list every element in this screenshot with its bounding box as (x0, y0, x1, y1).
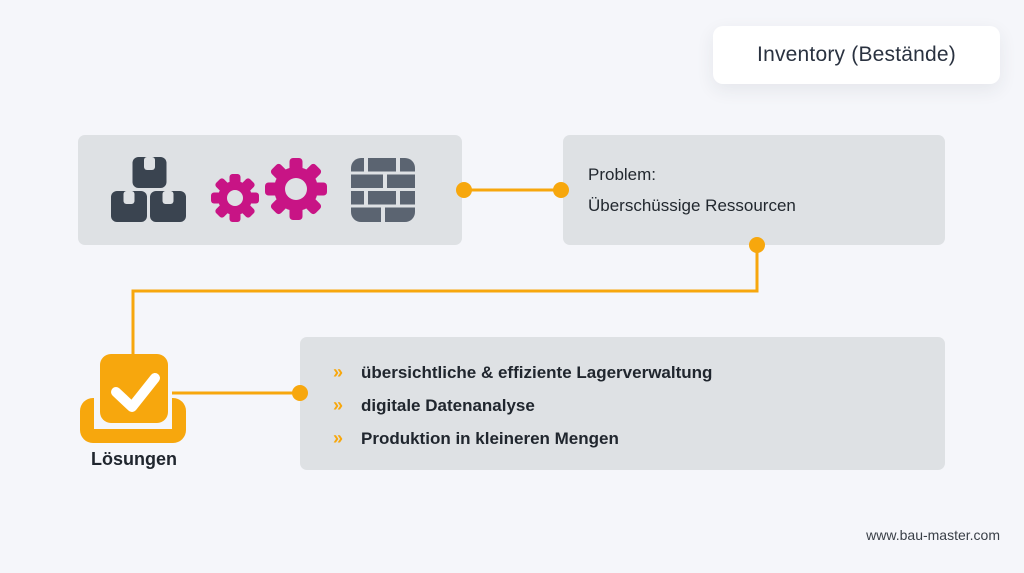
brick-wall-icon (351, 158, 415, 222)
small-gear (211, 174, 259, 222)
resources-icons-card (78, 135, 462, 245)
solution-item: » digitale Datenanalyse (333, 389, 945, 422)
solution-item: » übersichtliche & effiziente Lagerverwa… (333, 356, 945, 389)
solution-text: Produktion in kleineren Mengen (361, 428, 619, 448)
problem-text: Überschüssige Ressourcen (588, 196, 796, 215)
stacked-boxes-icon (111, 157, 186, 222)
problem-card: Problem: Überschüssige Ressourcen (563, 135, 945, 245)
solution-text: übersichtliche & effiziente Lagerverwalt… (361, 362, 713, 382)
page-title: Inventory (Bestände) (713, 26, 1000, 84)
solutions-card: » übersichtliche & effiziente Lagerverwa… (300, 337, 945, 470)
big-gear (265, 158, 327, 220)
solutions-label: Lösungen (91, 449, 177, 469)
chevron-bullet-icon: » (333, 395, 344, 415)
solution-item: » Produktion in kleineren Mengen (333, 422, 945, 455)
chevron-bullet-icon: » (333, 428, 344, 448)
gears-icon (211, 158, 327, 222)
problem-title: Problem: (588, 165, 657, 184)
solution-text: digitale Datenanalyse (361, 395, 535, 415)
checkmark-box-icon (80, 354, 186, 443)
chevron-bullet-icon: » (333, 362, 344, 382)
website-url: www.bau-master.com (866, 527, 1000, 543)
